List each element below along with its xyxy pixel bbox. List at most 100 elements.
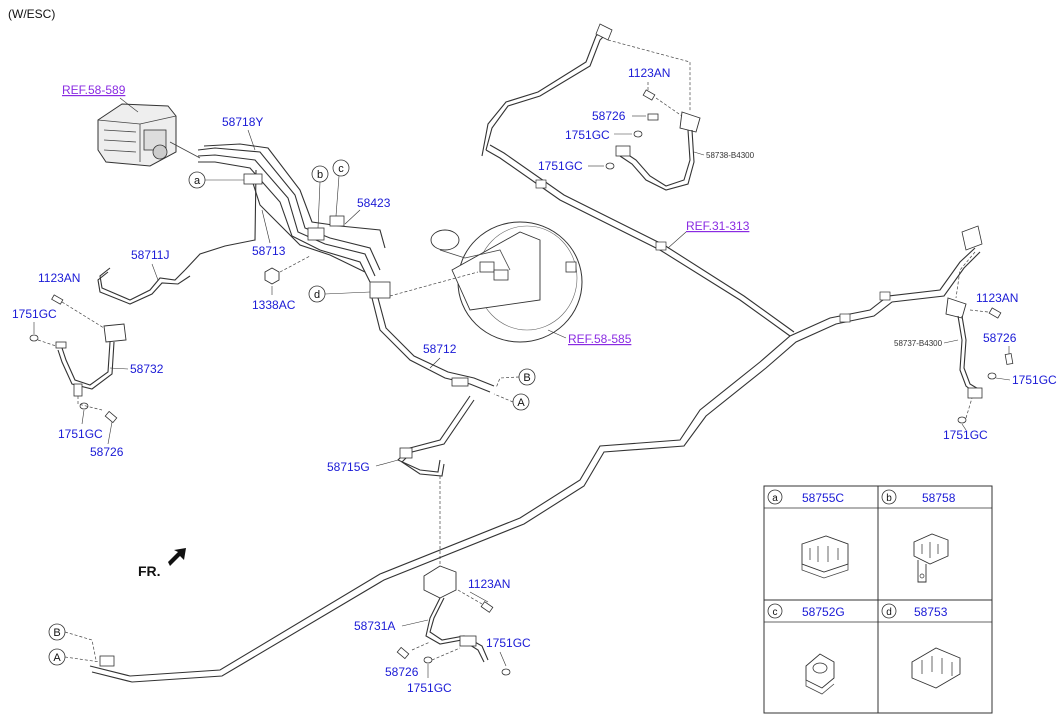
washer-right2 <box>957 416 967 424</box>
label-58713[interactable]: 58713 <box>252 244 286 258</box>
bolt-1123AN-left <box>51 294 64 305</box>
label-58715G[interactable]: 58715G <box>327 460 370 474</box>
clip-legend-table <box>763 485 993 714</box>
bolt-1123AN-right <box>988 307 1002 319</box>
label-58726-right[interactable]: 58726 <box>983 331 1017 345</box>
svg-text:b: b <box>886 493 892 504</box>
legend-cell-a: a 58755C <box>767 489 849 579</box>
ref-brake-booster[interactable]: REF.58-585 <box>568 332 632 346</box>
label-58731A[interactable]: 58731A <box>354 619 395 633</box>
label-58712[interactable]: 58712 <box>423 342 457 356</box>
front-direction-indicator: FR. <box>138 548 186 579</box>
left-front-hose <box>55 323 127 397</box>
legend-part-58758[interactable]: 58758 <box>922 491 956 505</box>
svg-text:B: B <box>53 627 60 639</box>
tube-58715G <box>397 395 471 473</box>
clip-a <box>243 173 263 185</box>
bolt-58726-bottom <box>396 646 410 660</box>
label-58718Y[interactable]: 58718Y <box>222 115 263 129</box>
callout-B-top: B <box>495 368 536 389</box>
washer-top1 <box>633 130 643 138</box>
label-58726-top[interactable]: 58726 <box>592 109 626 123</box>
bolt-1123AN-top <box>642 89 656 101</box>
callout-a: a <box>188 171 244 189</box>
svg-text:a: a <box>194 175 201 187</box>
legend-part-58752G[interactable]: 58752G <box>802 605 845 619</box>
clip-58755C-icon <box>801 535 849 579</box>
label-1751GC-left-bot[interactable]: 1751GC <box>58 427 103 441</box>
svg-text:c: c <box>338 163 344 175</box>
ref-abs-leader <box>119 97 139 113</box>
callout-B-bottom: B <box>48 623 97 661</box>
right-rear-hose <box>945 251 983 399</box>
clip-58758-icon <box>913 533 949 583</box>
bolt-58726-top <box>647 113 659 121</box>
label-58726-bottom[interactable]: 58726 <box>385 665 419 679</box>
label-1751GC-bottom2[interactable]: 1751GC <box>407 681 452 695</box>
label-1123AN-top[interactable]: 1123AN <box>628 66 670 80</box>
label-58423[interactable]: 58423 <box>357 196 391 210</box>
svg-text:d: d <box>314 289 320 301</box>
svg-text:A: A <box>53 652 61 664</box>
svg-text:d: d <box>886 607 892 618</box>
label-58737[interactable]: 58737-B4300 <box>894 339 943 348</box>
callout-d: d <box>308 285 371 303</box>
washer-top2 <box>605 162 615 170</box>
abs-tube-bundle <box>184 143 386 283</box>
ref-abs-module[interactable]: REF.58-589 <box>62 83 126 97</box>
ref-fuel-line[interactable]: REF.31-313 <box>686 219 750 233</box>
label-1123AN-right[interactable]: 1123AN <box>976 291 1018 305</box>
bolt-1123AN-bottom <box>480 601 494 613</box>
legend-part-58753[interactable]: 58753 <box>914 605 948 619</box>
label-1751GC-top1[interactable]: 1751GC <box>565 128 610 142</box>
label-1123AN-left[interactable]: 1123AN <box>38 271 80 285</box>
label-1751GC-right2[interactable]: 1751GC <box>943 428 988 442</box>
clip-c <box>329 215 345 227</box>
nut-1338AC <box>264 267 280 285</box>
abs-module <box>97 103 201 167</box>
label-1338AC[interactable]: 1338AC <box>252 298 296 312</box>
callout-c: c <box>332 159 350 217</box>
callout-A-bottom: A <box>48 648 101 666</box>
callout-b: b <box>311 165 329 229</box>
svg-text:a: a <box>772 493 778 504</box>
label-58726-left[interactable]: 58726 <box>90 445 124 459</box>
washer-bottom-left <box>423 656 433 664</box>
legend-part-58755C[interactable]: 58755C <box>802 491 844 505</box>
label-1751GC-right1[interactable]: 1751GC <box>1012 373 1057 387</box>
clip-d <box>369 281 391 299</box>
variant-label: (W/ESC) <box>8 7 55 21</box>
bolt-58726-left <box>104 410 118 424</box>
svg-text:B: B <box>523 372 530 384</box>
callout-A-top: A <box>493 393 530 411</box>
brake-booster <box>389 221 583 343</box>
label-1751GC-left-top[interactable]: 1751GC <box>12 307 57 321</box>
legend-cell-b: b 58758 <box>881 489 956 583</box>
tube-58712 <box>371 297 491 393</box>
bolt-58726-right <box>1004 353 1014 365</box>
svg-text:b: b <box>317 169 323 181</box>
label-58738[interactable]: 58738-B4300 <box>706 151 755 160</box>
legend-cell-d: d 58753 <box>881 603 961 689</box>
rear-brake-lines <box>89 23 983 683</box>
label-1751GC-top2[interactable]: 1751GC <box>538 159 583 173</box>
label-58711J[interactable]: 58711J <box>131 248 169 262</box>
clip-b <box>307 227 325 241</box>
washer-left-bottom <box>79 402 89 410</box>
clip-58752G-icon <box>805 653 835 695</box>
rear-center-hose <box>423 565 489 663</box>
svg-text:c: c <box>773 607 778 618</box>
svg-text:A: A <box>517 397 525 409</box>
front-arrow-icon <box>168 548 186 566</box>
label-1751GC-bottom1[interactable]: 1751GC <box>486 636 531 650</box>
washer-right1 <box>987 372 997 380</box>
front-label: FR. <box>138 563 161 579</box>
legend-cell-c: c 58752G <box>767 603 845 695</box>
clip-58753-icon <box>911 647 961 689</box>
label-58732[interactable]: 58732 <box>130 362 164 376</box>
top-right-hose <box>607 39 701 191</box>
label-1123AN-bottom[interactable]: 1123AN <box>468 577 510 591</box>
washer-bottom-right <box>501 668 511 676</box>
